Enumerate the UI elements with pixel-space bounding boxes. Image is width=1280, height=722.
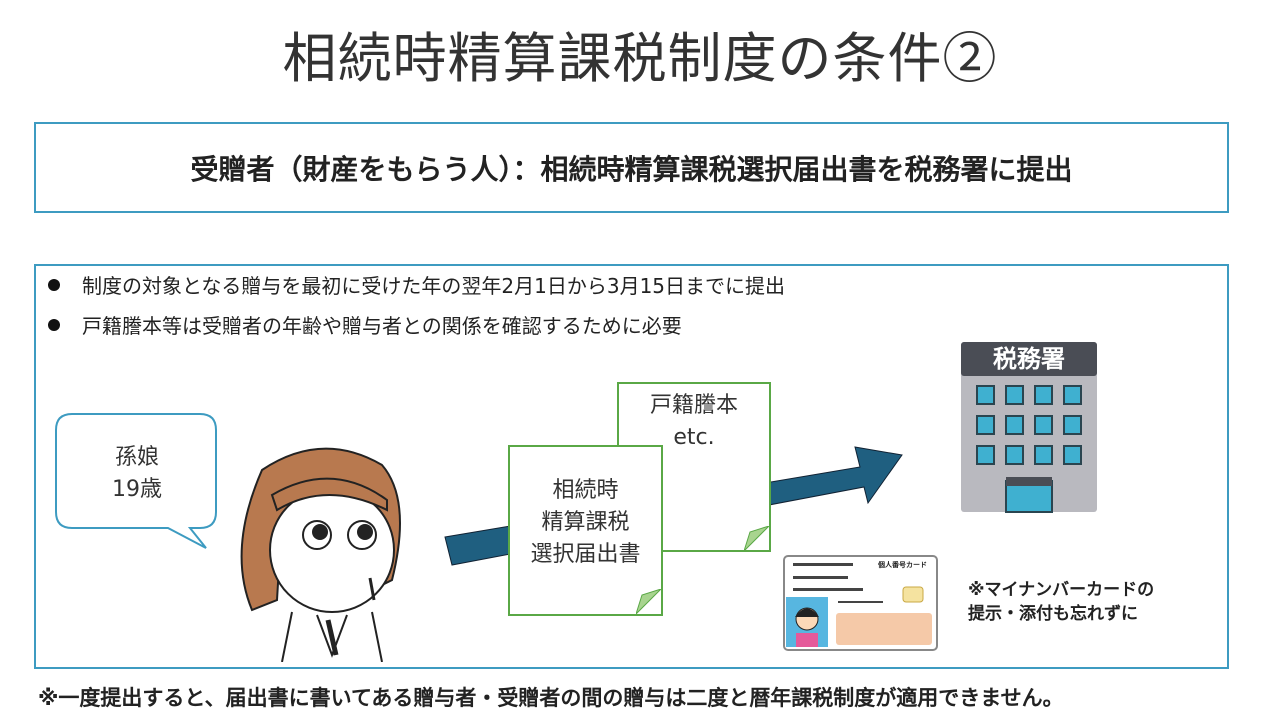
doc-line: 精算課税 <box>541 510 630 535</box>
bubble-line: 孫娘 <box>114 445 159 470</box>
girl-illustration-icon <box>240 447 401 662</box>
bubble-text: 孫娘 19歳 <box>57 442 217 506</box>
bullet-text: 制度の対象となる贈与を最初に受けた年の翌年2月1日から3月15日までに提出 <box>82 274 786 298</box>
doc-line: etc. <box>673 425 715 450</box>
tax-office-building-icon <box>961 342 1097 513</box>
bullet-item: 制度の対象となる贈与を最初に受けた年の翌年2月1日から3月15日までに提出 <box>48 270 785 299</box>
bullet-icon <box>48 278 60 291</box>
page-curl-icon <box>636 589 662 615</box>
bullet-text: 戸籍謄本等は受贈者の年齢や贈与者との関係を確認するために必要 <box>82 314 682 338</box>
bubble-line: 19歳 <box>112 477 162 502</box>
doc-line: 選択届出書 <box>530 542 641 567</box>
page-curl-icon <box>744 526 770 552</box>
election-form-document: 相続時 精算課税 選択届出書 <box>508 445 663 616</box>
my-number-note: ※マイナンバーカードの 提示・添付も忘れずに <box>968 578 1154 626</box>
my-number-card-icon <box>783 555 938 651</box>
content-box <box>34 264 1229 669</box>
bullet-item: 戸籍謄本等は受贈者の年齢や贈与者との関係を確認するために必要 <box>48 310 682 339</box>
doc-line: 戸籍謄本 <box>649 393 738 418</box>
slide-title: 相続時精算課税制度の条件② <box>282 27 998 90</box>
bullet-icon <box>48 318 60 331</box>
card-label: 個人番号カード <box>878 561 927 569</box>
footer-note: ※一度提出すると、届出書に書いてある贈与者・受贈者の間の贈与は二度と暦年課税制度… <box>38 686 1064 710</box>
building-sign: 税務署 <box>993 345 1065 373</box>
note-line: ※マイナンバーカードの <box>968 580 1155 600</box>
speech-bubble-icon <box>55 413 217 549</box>
headline-box: 受贈者（財産をもらう人）：相続時精算課税選択届出書を税務署に提出 <box>34 122 1229 213</box>
note-line: 提示・添付も忘れずに <box>968 604 1138 624</box>
headline-text: 受贈者（財産をもらう人）：相続時精算課税選択届出書を税務署に提出 <box>190 152 1073 186</box>
doc-line: 相続時 <box>552 478 619 503</box>
